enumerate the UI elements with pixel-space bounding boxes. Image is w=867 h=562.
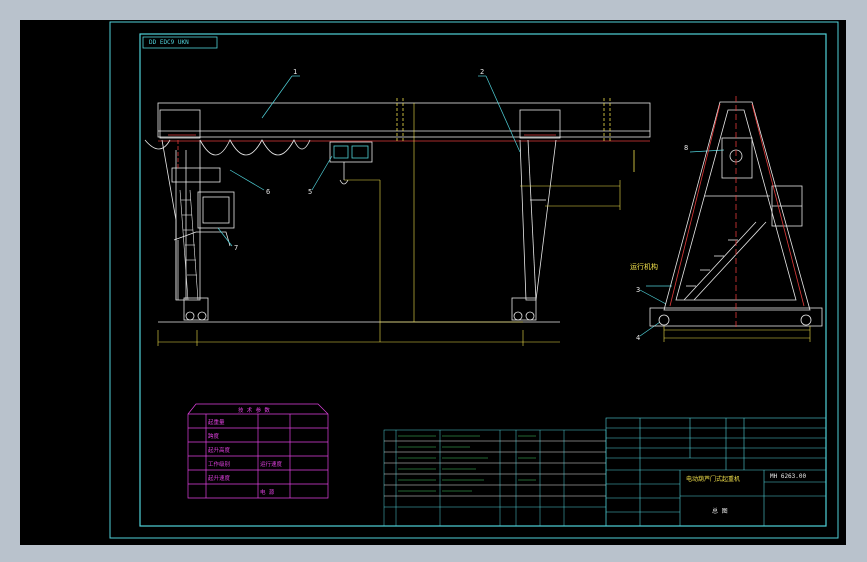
tech-table-frame [187, 403, 329, 499]
tech-table-text: 技 术 参 数 起重量 跨度 起升高度 工作级别 起升速度 运行速度 电 源 [208, 406, 283, 496]
svg-text:8: 8 [684, 144, 688, 152]
svg-text:电 源: 电 源 [260, 488, 275, 496]
front-dimensions [157, 103, 621, 346]
side-centerlines [669, 96, 805, 330]
title-code-box [142, 36, 218, 49]
svg-text:4: 4 [636, 334, 640, 342]
title-code: DD EDC9 UKN [149, 39, 189, 46]
sheet-outer-border [109, 21, 839, 539]
front-elevation [144, 98, 651, 323]
svg-text:起升速度: 起升速度 [208, 474, 231, 482]
svg-text:7: 7 [234, 244, 238, 252]
side-label: 运行机构 [630, 263, 658, 271]
title-block-sub: 总 图 [712, 508, 728, 515]
svg-text:工作级别: 工作级别 [208, 460, 230, 468]
svg-text:5: 5 [308, 188, 312, 196]
centerlines [168, 134, 556, 170]
leaders [217, 75, 725, 337]
parts-list [383, 429, 607, 527]
svg-text:3: 3 [636, 286, 640, 294]
svg-text:运行速度: 运行速度 [260, 460, 283, 468]
svg-text:6: 6 [266, 188, 270, 196]
svg-text:技 术 参 数: 技 术 参 数 [238, 406, 270, 414]
svg-text:2: 2 [480, 68, 484, 76]
side-dimensions [663, 326, 811, 342]
svg-text:起重量: 起重量 [208, 418, 225, 426]
svg-text:跨度: 跨度 [208, 432, 220, 440]
title-block-name: 电动葫芦门式起重机 [686, 476, 741, 483]
parts-list-hatch [398, 435, 536, 492]
title-block [605, 417, 827, 527]
part-number-labels: 1 2 3 4 5 6 7 8 [234, 68, 688, 342]
svg-text:起升高度: 起升高度 [208, 446, 231, 454]
svg-text:1: 1 [293, 68, 297, 76]
drawing-number: MH 6263.00 [770, 473, 807, 480]
